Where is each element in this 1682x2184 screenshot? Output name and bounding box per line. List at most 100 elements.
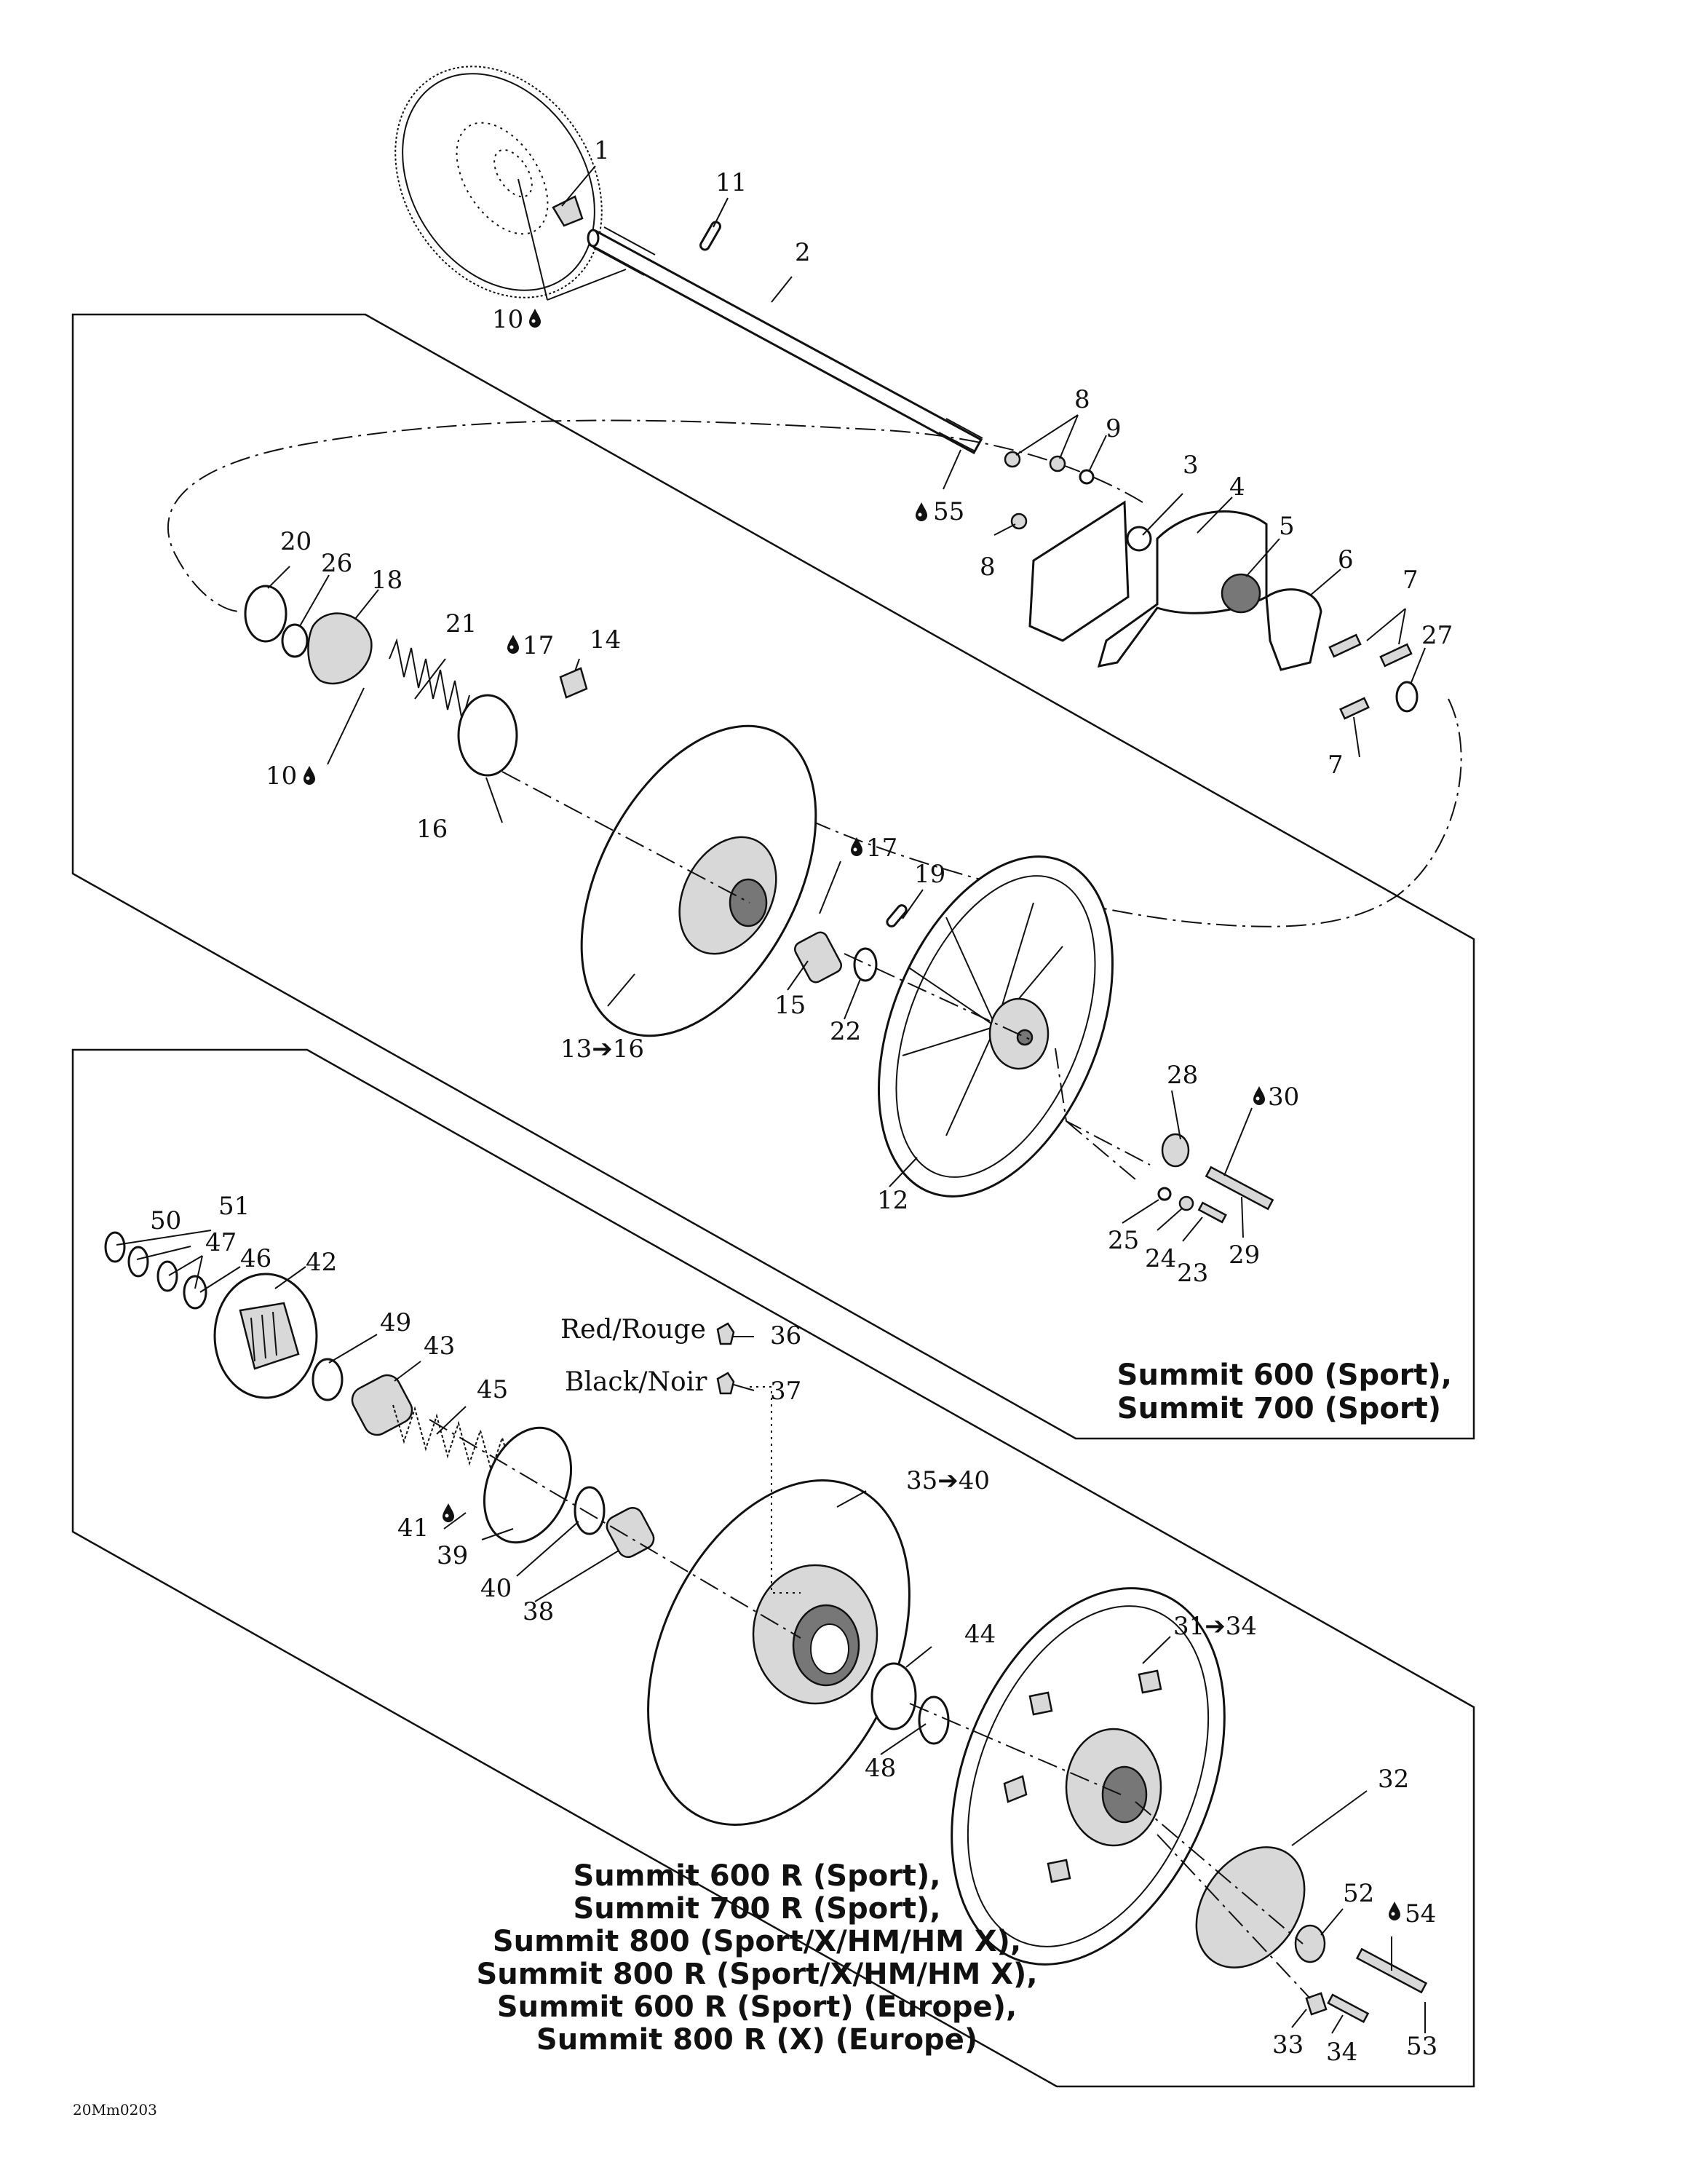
black-noir-label: Black/Noir xyxy=(565,1367,707,1397)
callout-5: 5 xyxy=(1279,512,1295,541)
part-23-screw xyxy=(1197,1201,1227,1224)
model-line: Summit 800 R (X) (Europe) xyxy=(536,2023,977,2057)
callout-21: 21 xyxy=(445,609,477,638)
leader-lines xyxy=(116,165,1426,2034)
model-line: Summit 600 R (Sport) (Europe), xyxy=(497,1990,1017,2024)
part-15-bushing xyxy=(793,931,843,984)
grease-drop-icon xyxy=(529,309,541,328)
callout-10-b: 10 xyxy=(266,761,297,791)
callout-28: 28 xyxy=(1167,1061,1198,1090)
part-37-cap xyxy=(716,1372,735,1395)
callout-43: 43 xyxy=(424,1332,455,1361)
part-28-washer xyxy=(1161,1133,1190,1168)
callout-29: 29 xyxy=(1229,1241,1260,1270)
callout-55: 55 xyxy=(933,497,964,526)
part-9-washer xyxy=(1079,469,1095,485)
lower-section-frame xyxy=(71,1048,1475,2088)
sliding-sheave-31 xyxy=(951,1587,1226,1966)
callout-7: 7 xyxy=(1403,566,1419,595)
part-25-washer xyxy=(1157,1187,1172,1201)
callout-16: 16 xyxy=(416,815,448,844)
fixed-sheave-13 xyxy=(580,724,817,1037)
callout-numbers: 1 11 2 10 8 9 55 3 4 8 5 6 7 27 7 20 26 … xyxy=(150,136,1453,2067)
model-line: Summit 800 R (Sport/X/HM/HM X), xyxy=(476,1958,1037,1991)
part-44-washer xyxy=(870,1662,917,1730)
part-20-circlip xyxy=(244,585,287,643)
part-8-nut-b xyxy=(1049,455,1066,472)
callout-34: 34 xyxy=(1326,2038,1357,2067)
part-48-washer xyxy=(918,1696,950,1745)
lower-axis-lines xyxy=(429,1419,1311,1999)
callout-54: 54 xyxy=(1405,1899,1436,1928)
callout-47: 47 xyxy=(205,1228,237,1257)
model-line: Summit 700 (Sport) xyxy=(1117,1392,1441,1425)
callout-4: 4 xyxy=(1229,472,1245,502)
grease-drop-icon xyxy=(507,635,519,654)
callout-53: 53 xyxy=(1406,2032,1437,2061)
callout-25: 25 xyxy=(1108,1226,1139,1255)
callout-2: 2 xyxy=(795,238,811,267)
callout-33: 33 xyxy=(1272,2030,1304,2060)
part-18-cam xyxy=(307,612,373,685)
model-line: Summit 800 (Sport/X/HM/HM X), xyxy=(493,1925,1021,1958)
belt-outline xyxy=(167,419,1462,927)
part-38-bushing xyxy=(606,1506,655,1559)
callout-49: 49 xyxy=(380,1308,411,1337)
callout-45: 45 xyxy=(477,1375,508,1404)
part-26-washer xyxy=(281,623,309,658)
part-7-bolt-c xyxy=(1339,697,1370,720)
part-43-bushing xyxy=(351,1374,413,1436)
callout-36: 36 xyxy=(770,1321,801,1350)
part-16-ring xyxy=(457,694,518,777)
callout-9: 9 xyxy=(1106,414,1122,443)
callout-42: 42 xyxy=(306,1248,337,1277)
part-49-ring xyxy=(312,1358,344,1401)
callout-35-40: 35➔40 xyxy=(906,1466,990,1495)
callout-51: 51 xyxy=(218,1192,250,1221)
callout-41: 41 xyxy=(397,1514,429,1543)
callout-17-b: 17 xyxy=(866,834,897,863)
callout-30: 30 xyxy=(1268,1083,1299,1112)
part-8-nut-c xyxy=(1010,513,1028,530)
callout-26: 26 xyxy=(321,549,352,578)
callout-18: 18 xyxy=(371,566,402,595)
callout-13-16: 13➔16 xyxy=(560,1034,644,1064)
model-line: Summit 700 R (Sport), xyxy=(573,1892,940,1926)
grease-drop-icon xyxy=(851,837,862,856)
part-19-pin xyxy=(886,904,908,927)
callout-31-34: 31➔34 xyxy=(1173,1612,1257,1641)
part-7-bolt-a xyxy=(1328,633,1362,658)
callout-11: 11 xyxy=(715,168,747,197)
part-14-slider xyxy=(559,667,588,699)
callout-14: 14 xyxy=(590,625,621,654)
part-7-bolt-b xyxy=(1379,643,1413,668)
callout-50: 50 xyxy=(150,1206,181,1235)
part-42-cam xyxy=(213,1273,318,1399)
callout-37: 37 xyxy=(770,1377,801,1406)
callout-44: 44 xyxy=(964,1620,996,1649)
part-29-bolt xyxy=(1205,1166,1274,1211)
upper-section-frame xyxy=(71,313,1475,1440)
part-6-flange xyxy=(1265,588,1322,671)
models-bottom: Summit 600 R (Sport), Summit 700 R (Spor… xyxy=(476,1859,1037,2057)
part-11-key xyxy=(699,221,721,251)
callout-10: 10 xyxy=(492,305,523,334)
part-32-cover xyxy=(1195,1846,1306,1969)
sprocket-gear xyxy=(394,66,603,298)
grease-drop-icon xyxy=(1389,1902,1400,1920)
callout-24: 24 xyxy=(1145,1244,1176,1273)
callout-6: 6 xyxy=(1338,545,1354,574)
part-39-ring xyxy=(483,1426,573,1544)
part-36-cap xyxy=(716,1322,735,1345)
red-rouge-label: Red/Rouge xyxy=(560,1315,706,1345)
callout-20: 20 xyxy=(280,527,312,556)
support-plate xyxy=(1028,500,1130,642)
part-8-nut xyxy=(1004,451,1021,468)
part-24-nut xyxy=(1178,1195,1194,1211)
callout-8-b: 8 xyxy=(980,553,996,582)
callout-22: 22 xyxy=(830,1017,861,1046)
part-22-washer xyxy=(853,947,878,982)
callout-19: 19 xyxy=(914,860,945,889)
fixed-sheave-35 xyxy=(647,1479,911,1826)
